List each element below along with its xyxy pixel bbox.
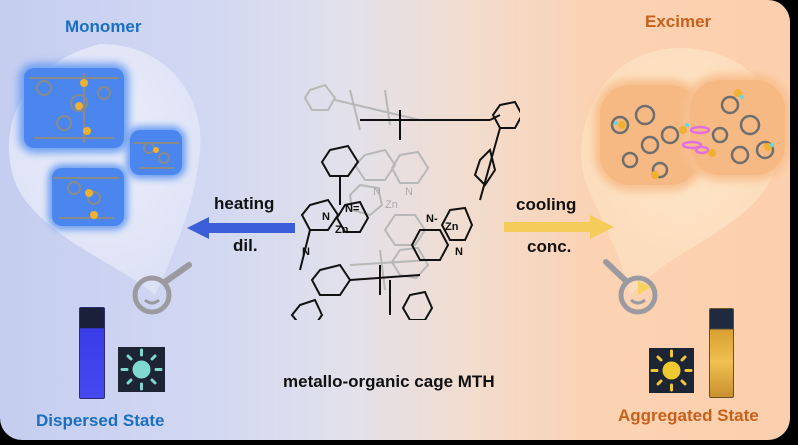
left-arrow-icon — [187, 217, 295, 239]
svg-text:Zn: Zn — [335, 224, 349, 236]
svg-text:Zn: Zn — [385, 199, 398, 211]
svg-text:Zn: Zn — [445, 221, 459, 233]
dilution-label: dil. — [233, 236, 258, 255]
svg-text:N: N — [405, 186, 413, 198]
metallo-organic-cage-structure: Zn N N= N Zn N- N Zn N N — [290, 83, 520, 320]
cooling-label: cooling — [516, 195, 577, 214]
excimer-cage-skeleton — [610, 89, 775, 179]
svg-text:N: N — [322, 211, 330, 223]
svg-text:N=: N= — [345, 203, 359, 215]
aggregated-state-label: Aggregated State — [618, 406, 759, 425]
blue-emission-vial — [79, 307, 105, 399]
svg-text:N-: N- — [426, 213, 438, 225]
svg-text:N: N — [302, 246, 310, 258]
excimer-title: Excimer — [645, 12, 712, 31]
yellow-emission-vial — [709, 308, 734, 398]
figure-panel: Monomer Excimer — [0, 0, 790, 440]
svg-text:N: N — [455, 246, 463, 258]
right-magnifying-glass-icon — [603, 259, 658, 315]
excimer-cage-structure-left — [600, 85, 700, 185]
left-magnifying-glass-icon — [132, 262, 192, 315]
yellow-sun-emission-icon — [649, 348, 694, 393]
cage-caption: metallo-organic cage MTH — [283, 372, 495, 391]
monomer-cage-skeleton — [29, 73, 179, 219]
dispersed-state-label: Dispersed State — [36, 411, 165, 430]
svg-text:N: N — [373, 186, 381, 198]
concentration-label: conc. — [527, 237, 572, 256]
monomer-title: Monomer — [65, 17, 142, 36]
heating-label: heating — [214, 194, 275, 213]
blue-sun-emission-icon — [118, 347, 165, 392]
right-arrow-icon — [504, 215, 614, 239]
